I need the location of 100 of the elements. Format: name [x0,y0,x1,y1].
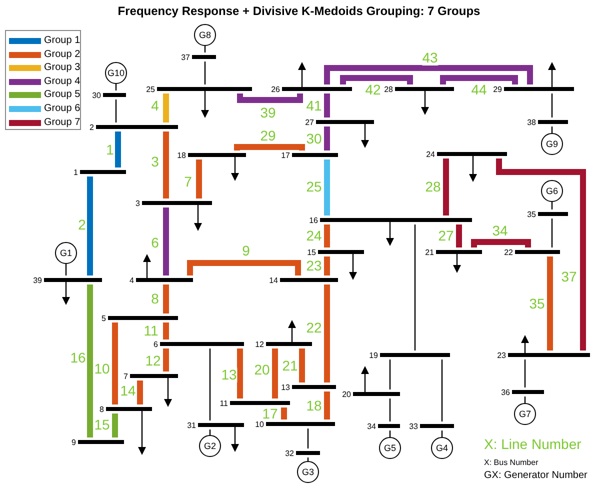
transmission-line [340,75,413,84]
bus-number: 29 [492,84,502,94]
connection-line [307,428,309,448]
bus-number: 33 [408,422,418,430]
bus-number: 38 [526,118,536,126]
bus-number: 34 [366,422,376,430]
legend-text: Group 7 [44,116,80,129]
bus-number: 3 [134,198,140,208]
edge-label: 20 [254,362,270,378]
edge-label: 2 [78,218,86,232]
generator-circle: G6 [541,180,563,202]
transmission-line [456,224,462,248]
legend-text: Group 3 [44,61,80,74]
bus-number: 19 [368,350,378,360]
generator-circle: G7 [514,403,536,425]
edge-label: 4 [151,98,159,114]
generator-circle: G1 [55,242,77,264]
transmission-line [115,132,121,168]
generator-circle: G4 [431,437,453,459]
connection-line [209,348,211,420]
transmission-line [87,284,93,438]
bus-number: 28 [383,84,393,94]
edge-label: 21 [282,358,298,374]
bus-number: 14 [268,276,278,284]
edge-label: 29 [260,128,276,144]
legend-text: Group 5 [44,88,80,102]
transmission-line [324,65,533,84]
edge-label: 35 [529,296,545,312]
edge-label: 43 [422,50,438,66]
bus-number: 13 [280,382,290,392]
key-note: X: Line Number [484,437,582,452]
transmission-line [496,158,586,350]
bus-number: 26 [270,84,280,94]
bus-number: 27 [304,118,314,126]
generator-circle: G2 [199,435,221,457]
edge-label: 6 [151,236,159,250]
connection-line [115,100,117,122]
bus-number: 6 [152,340,158,348]
transmission-line [547,256,553,350]
bus-number: 25 [145,84,155,94]
edge-label: 39 [260,106,276,120]
transmission-line [196,160,202,198]
edge-label: 3 [151,154,159,170]
edge-label: 1 [106,142,114,158]
edge-label: 22 [306,320,322,336]
edge-label: 14 [120,384,136,398]
edge-label: 9 [242,244,250,258]
transmission-line [87,176,93,276]
transmission-line [324,126,330,150]
transmission-line [163,208,169,276]
diagram-title: Frequency Response + Divisive K-Medoids Grouping: 7 Groups [116,4,482,18]
bus-number: 21 [424,248,434,256]
transmission-line [324,392,330,420]
bus-number: 20 [341,390,351,398]
bus-number: 24 [425,150,435,158]
transmission-line [112,414,118,438]
edge-label: 28 [425,180,441,194]
edge-label: 15 [94,418,110,432]
edge-label: 10 [94,362,110,376]
edge-label: 25 [306,180,322,194]
edge-label: 37 [561,270,577,284]
transmission-line [324,94,330,118]
legend-text: Group 2 [44,48,80,61]
key-note: X: Bus Number [484,458,538,467]
legend-text: Group 6 [44,102,80,115]
transmission-line [471,239,531,248]
bus-number: 9 [70,438,76,446]
transmission-line [112,322,118,404]
transmission-line [163,94,169,122]
connection-line [551,218,553,248]
transmission-line [163,284,169,314]
bus-number: 5 [100,314,106,322]
bus-number: 22 [503,248,513,256]
transmission-line [163,348,169,372]
bus-number: 4 [128,276,134,284]
connection-line [204,62,206,84]
bus-number: 7 [122,372,128,380]
bus-number: 17 [280,150,290,160]
edge-label: 11 [144,324,158,338]
transmission-line [299,348,305,382]
transmission-line [281,408,287,420]
edge-label: 7 [184,174,192,190]
transmission-line [443,158,449,216]
transmission-line [234,144,305,150]
edge-label: 12 [145,354,161,368]
bus-number: 35 [526,210,536,218]
generator-circle: G3 [297,461,319,483]
legend-text: Group 4 [44,74,80,88]
connection-line [389,360,391,390]
bus-number: 8 [98,404,104,414]
edge-label: 41 [306,98,322,114]
generator-circle: G5 [379,437,401,459]
edge-label: 17 [262,406,278,421]
edge-label: 8 [151,292,159,306]
edge-label: 23 [306,258,322,274]
transmission-line [187,260,301,276]
connection-line [441,360,443,422]
edge-label: 44 [471,82,487,97]
transmission-line [237,94,303,103]
connection-line [524,360,526,388]
